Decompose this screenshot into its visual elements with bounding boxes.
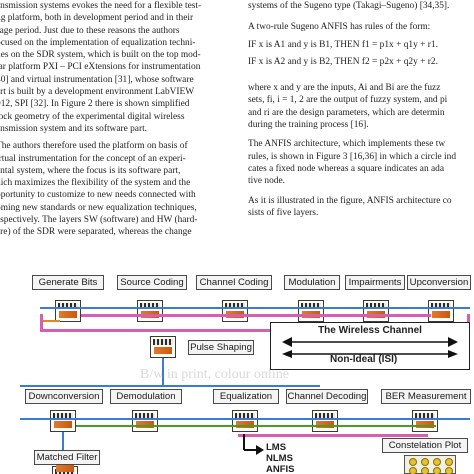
block-channel-coding: Channel Coding	[196, 275, 272, 290]
right-paragraph-1: where x and y are the inputs, Ai and Bi …	[248, 82, 474, 131]
vi-pulse-shaping-icon	[150, 336, 176, 358]
left-paragraph-2-line: The authors therefore used the platform …	[0, 141, 188, 152]
wire-top-cluster	[40, 320, 60, 322]
block-downconversion: Downconversion	[25, 389, 103, 404]
block-demodulation: Demodulation	[110, 389, 182, 404]
equalizer-list: LMS NLMS ANFIS	[266, 442, 295, 474]
vi-channel-decoding-icon	[312, 410, 338, 432]
wire-top-signal	[40, 307, 470, 309]
left-paragraph-1-line: sage period. Just due to these reasons t…	[0, 25, 180, 36]
vi-matched-filter-icon	[52, 465, 78, 474]
block-upconversion: Upconversion	[407, 275, 471, 290]
block-channel-decoding: Channel Decoding	[286, 389, 368, 404]
right-paragraph-3-line: As it is illustrated in the figure, ANFI…	[248, 195, 452, 206]
right-top-line: systems of the Sugeno type (Takagi–Sugen…	[248, 1, 450, 11]
right-paragraph-1-line: and ri are the design parameters, which …	[248, 107, 445, 118]
right-paragraph-2-line: rules, is shown in Figure 3 [16,36] in w…	[248, 151, 457, 162]
equalizer-nlms: NLMS	[266, 453, 293, 464]
wireless-channel-subtitle: Non-Ideal (ISI)	[330, 354, 398, 365]
equalizer-arrow-icon	[243, 434, 264, 455]
wire-pulse-down	[162, 358, 164, 386]
vi-channel-coding-icon	[222, 300, 248, 322]
wireless-channel-box: The Wireless Channel	[270, 322, 470, 370]
left-paragraph-1-line: ng platform, both in development period …	[0, 13, 194, 24]
right-paragraph-2: The ANFIS architecture, which implements…	[248, 138, 474, 187]
left-paragraph-1-line: ues on the SDR system, which is built on…	[0, 50, 201, 61]
block-ber-measurement: BER Measurement	[381, 389, 471, 404]
wire-top-data	[81, 314, 431, 317]
vi-upconversion-icon	[428, 300, 454, 322]
block-pulse-shaping: Pulse Shaping	[188, 340, 254, 355]
channel-arrows-icon	[282, 337, 458, 358]
vi-downconversion-icon	[50, 410, 76, 432]
constellation-plot-icon	[404, 455, 456, 474]
wire-bottom-green	[76, 425, 436, 427]
block-diagram-figure: Generate Bits Source Coding Channel Codi…	[0, 270, 474, 474]
left-paragraph-2-line: espectively. The layers SW (software) an…	[0, 215, 198, 226]
left-paragraph-1-line: ansmission systems evokes the need for a…	[0, 1, 202, 11]
right-paragraph-2-line: cates a fixed node whereas a square indi…	[248, 163, 444, 174]
wire-loop-left	[40, 314, 43, 332]
equalizer-lms: LMS	[266, 442, 287, 453]
left-paragraph-2-line: are) of the SDR were separated, whereas …	[0, 227, 192, 238]
left-paragraph-2-line: ental system, where the focus is its sof…	[0, 165, 181, 176]
left-paragraph-1-line: lock geometry of the experimental digita…	[0, 111, 185, 122]
vi-ber-measurement-icon	[412, 410, 438, 432]
vi-demodulation-icon	[132, 410, 158, 432]
block-generate-bits: Generate Bits	[32, 275, 104, 290]
block-modulation: Modulation	[284, 275, 340, 290]
equalizer-anfis: ANFIS	[266, 464, 295, 474]
right-paragraph-1-line: sets, fi, i = 1, 2 are the output of fuz…	[248, 95, 448, 106]
vi-generate-bits-icon	[55, 300, 81, 322]
vi-equalization-icon	[232, 410, 258, 432]
wire-matched-down	[62, 432, 64, 450]
block-impairments: Impairments	[345, 275, 405, 290]
block-source-coding: Source Coding	[117, 275, 187, 290]
right-paragraph-1-line: where x and y are the inputs, Ai and Bi …	[248, 83, 441, 94]
wire-bottom-data	[238, 434, 428, 437]
left-text-column: ansmission systems evokes the need for a…	[0, 0, 224, 244]
block-equalization: Equalization	[213, 389, 279, 404]
left-paragraph-2-line: oming new standards or new equalization …	[0, 202, 197, 213]
block-constellation-plot: Constelation Plot	[382, 438, 468, 453]
right-paragraph-1-line: during the training process [16].	[248, 120, 369, 131]
left-paragraph-2-line: hich maximizes the flexibility of the sy…	[0, 178, 191, 189]
anfis-rule-2: IF x is A2 and y is B2, THEN f2 = p2x + …	[248, 56, 438, 67]
block-matched-filter: Matched Filter	[34, 450, 100, 465]
wireless-channel-title: The Wireless Channel	[318, 325, 422, 336]
left-paragraph-1-line: ansmission system and its software part.	[0, 123, 148, 134]
left-paragraph-2-line: pportunity to customize to new needs con…	[0, 190, 196, 201]
left-paragraph-1-line: 40] and virtual instrumentation [31], wh…	[0, 74, 194, 85]
left-paragraph-1-line: art is built by a development environmen…	[0, 87, 195, 98]
vi-modulation-icon	[298, 300, 324, 322]
left-paragraph-1-line: lar platform PXI – PCI eXtensions for in…	[0, 62, 201, 73]
right-paragraph-2-line: tive node.	[248, 176, 285, 187]
wire-middle-signal	[20, 385, 320, 387]
anfis-rule-1: IF x is A1 and y is B1, THEN f1 = p1x + …	[248, 39, 438, 50]
wire-loop-bottom	[40, 329, 470, 332]
left-paragraph-2: The authors therefore used the platform …	[0, 140, 224, 238]
left-paragraph-1-line: 012, SPI [32]. In Figure 2 there is show…	[0, 99, 190, 110]
vi-impairments-icon	[363, 300, 389, 322]
right-text-column: systems of the Sugeno type (Takagi–Sugen…	[248, 0, 474, 224]
anfis-rules-intro: A two-rule Sugeno ANFIS has rules of the…	[248, 22, 431, 33]
right-paragraph-3-line: sists of five layers.	[248, 207, 319, 218]
left-paragraph-1: ansmission systems evokes the need for a…	[0, 0, 224, 135]
vi-source-coding-icon	[137, 300, 163, 322]
right-paragraph-3: As it is illustrated in the figure, ANFI…	[248, 195, 474, 220]
left-paragraph-1-line: ocused on the implementation of equaliza…	[0, 37, 196, 48]
left-paragraph-2-line: irtual instrumentation for the concept o…	[0, 153, 186, 164]
wire-bottom-signal	[20, 418, 470, 420]
right-paragraph-2-line: The ANFIS architecture, which implements…	[248, 139, 446, 150]
